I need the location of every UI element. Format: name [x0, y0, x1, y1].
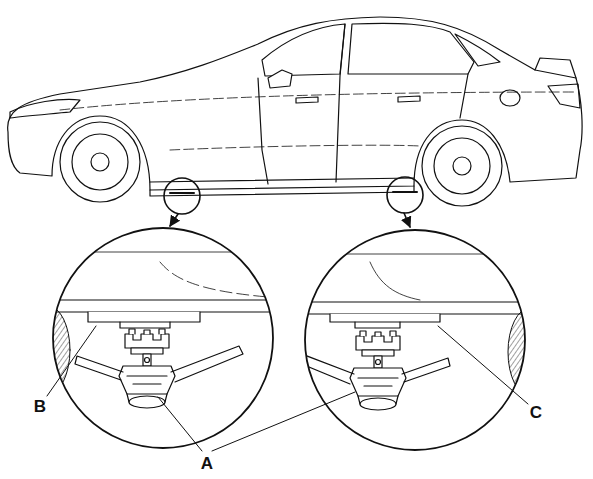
front-wheel — [60, 122, 140, 202]
location-marker — [164, 177, 423, 227]
rear-jack-point-detail — [282, 228, 552, 454]
front-jack-point-detail — [26, 225, 280, 455]
callout-letter: A — [200, 455, 214, 472]
leader-line — [47, 326, 528, 451]
callout-letter: B — [33, 398, 47, 415]
rear-wheel — [422, 126, 502, 206]
callout-letter: C — [529, 404, 543, 421]
